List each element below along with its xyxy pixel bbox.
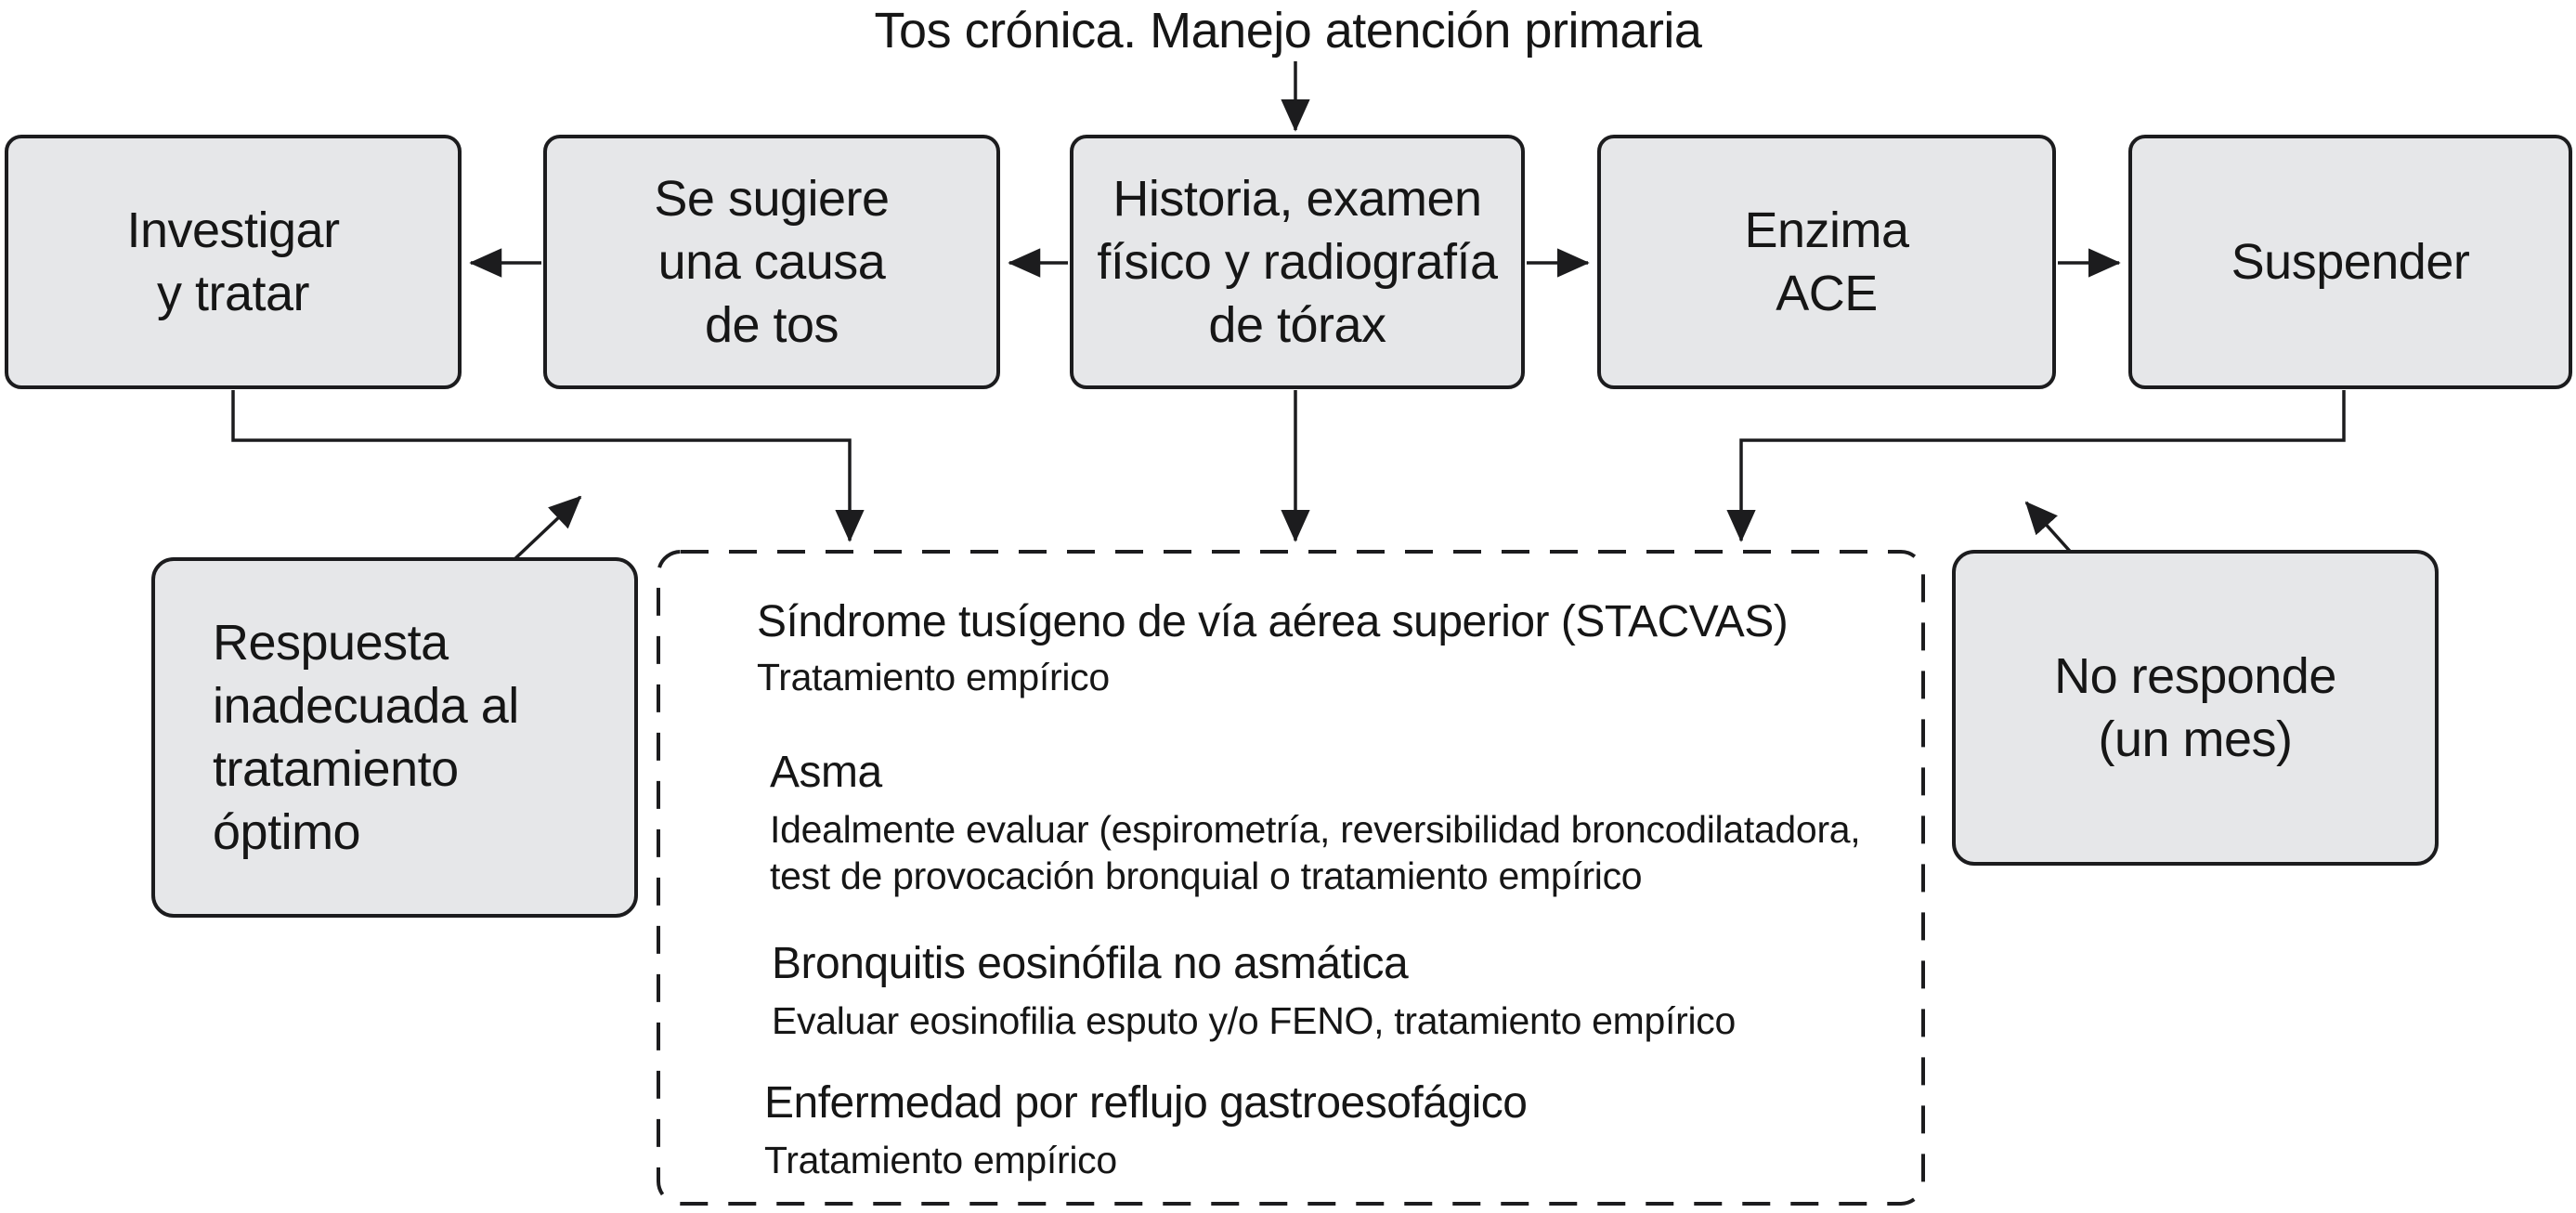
node-investigar-y-tratar: Investigar y tratar (5, 135, 462, 389)
node-se-sugiere-causa: Se sugiere una causa de tos (543, 135, 1000, 389)
node-suspender: Suspender (2128, 135, 2572, 389)
section-heading: Asma (770, 748, 882, 797)
dashed-panel: Síndrome tusígeno de vía aérea superior … (657, 550, 1925, 1206)
page-title: Tos crónica. Manejo atención primaria (874, 3, 1702, 59)
panel-section-asma: Asma Idealmente evaluar (espirometría, r… (657, 747, 1888, 899)
section-heading: Enfermedad por reflujo gastroesofágico (764, 1078, 1528, 1128)
section-line: Evaluar eosinofilia esputo y/o FENO, tra… (772, 999, 1736, 1042)
node-no-responde: No responde (un mes) (1952, 550, 2439, 866)
panel-section-stacvas: Síndrome tusígeno de vía aérea superior … (657, 596, 1888, 700)
node-respuesta-inadecuada: Respuesta inadecuada al tratamiento ópti… (151, 557, 638, 918)
node-historia-examen-radiografia: Historia, examen físico y radiografía de… (1070, 135, 1525, 389)
panel-section-reflujo: Enfermedad por reflujo gastroesofágico T… (657, 1077, 1888, 1183)
section-heading: Bronquitis eosinófila no asmática (772, 939, 1409, 988)
arrow-suspender-to-panel (1726, 390, 2346, 542)
dashed-panel-border (657, 550, 1925, 1206)
section-heading: Síndrome tusígeno de vía aérea superior … (757, 597, 1789, 646)
section-line: Tratamiento empírico (757, 656, 1110, 698)
node-enzima-ace: Enzima ACE (1597, 135, 2056, 389)
panel-section-bronquitis: Bronquitis eosinófila no asmática Evalua… (657, 938, 1888, 1044)
section-line: test de provocación bronquial o tratamie… (770, 854, 1643, 897)
section-line: Idealmente evaluar (espirometría, revers… (770, 808, 1861, 851)
arrow-investigar-to-panel (231, 390, 865, 542)
section-line: Tratamiento empírico (764, 1139, 1117, 1181)
